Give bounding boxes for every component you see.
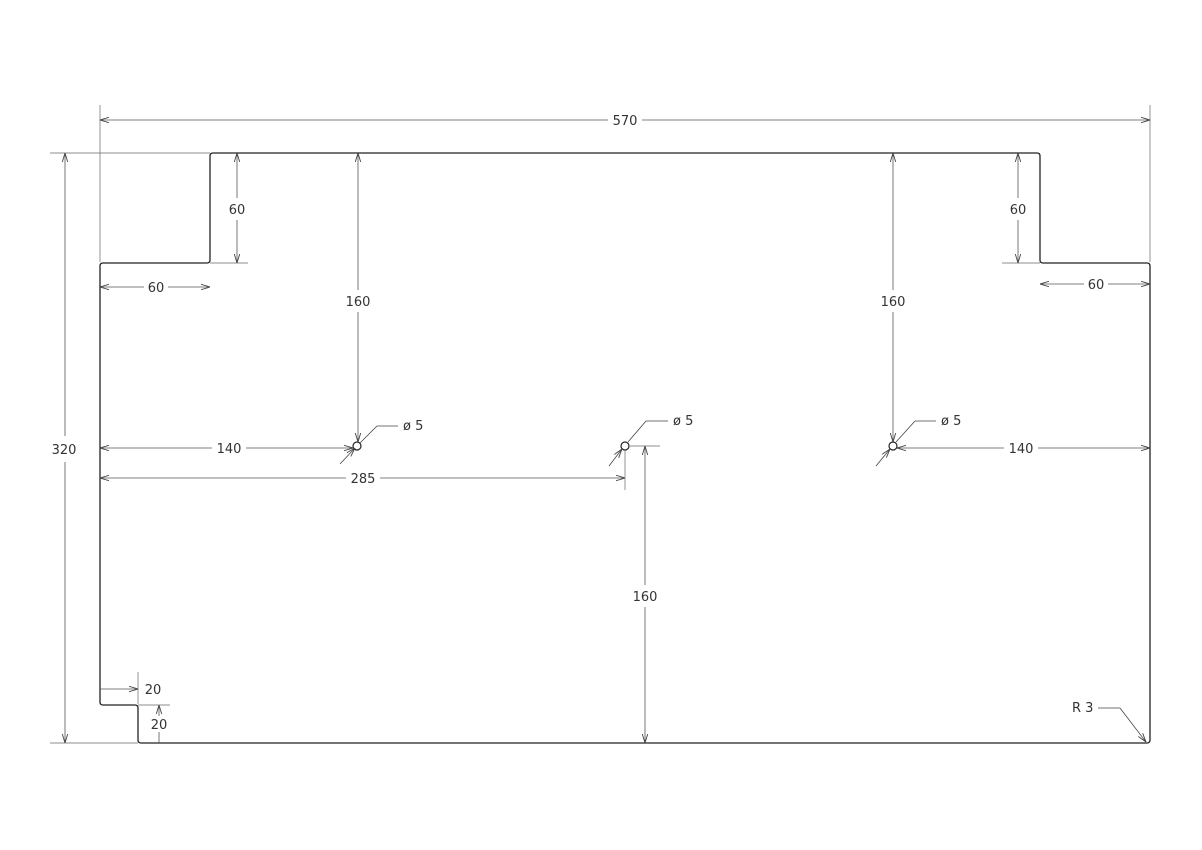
dim-left-notch-height: 60 <box>229 153 246 263</box>
right-hole-from-right-label: 140 <box>1009 442 1034 457</box>
left-notch-height-label: 60 <box>229 203 246 218</box>
left-hole-from-top-label: 160 <box>346 295 371 310</box>
dim-center-hole-from-left: 285 <box>100 450 626 490</box>
callout-corner-radius: R 3 <box>1072 701 1146 742</box>
overall-width-label: 570 <box>613 114 638 129</box>
extension-lines <box>50 105 1151 744</box>
dim-overall-height: 320 <box>52 153 77 743</box>
right-notch-height-label: 60 <box>1010 203 1027 218</box>
dim-left-hole-from-top: 160 <box>346 153 371 442</box>
right-hole-from-top-label: 160 <box>881 295 906 310</box>
dim-right-notch-width: 60 <box>1040 278 1150 293</box>
right-notch-width-label: 60 <box>1088 278 1105 293</box>
left-hole-diameter-label: ø 5 <box>403 419 423 434</box>
center-hole-from-left-label: 285 <box>351 472 376 487</box>
callout-center-hole: ø 5 <box>608 414 693 467</box>
overall-height-label: 320 <box>52 443 77 458</box>
dim-center-hole-from-bottom: 160 <box>633 446 658 743</box>
left-notch-width-label: 60 <box>148 281 165 296</box>
left-hole-from-left-label: 140 <box>217 442 242 457</box>
center-hole <box>620 441 630 451</box>
callout-right-hole: ø 5 <box>875 414 961 467</box>
right-hole <box>888 441 898 451</box>
part-outline <box>99 152 1151 744</box>
center-hole-diameter-label: ø 5 <box>673 414 693 429</box>
dim-right-hole-from-right: 140 <box>897 442 1150 457</box>
dim-right-notch-height: 60 <box>1010 153 1027 263</box>
dim-corner-cut: 20 20 <box>100 683 169 743</box>
corner-cut-width-label: 20 <box>145 683 162 698</box>
center-hole-from-bottom-label: 160 <box>633 590 658 605</box>
dim-left-hole-from-left: 140 <box>100 442 353 457</box>
callout-left-hole: ø 5 <box>339 419 423 465</box>
dim-right-hole-from-top: 160 <box>881 153 906 442</box>
corner-radius-label: R 3 <box>1072 701 1093 716</box>
dim-overall-width: 570 <box>100 114 1150 129</box>
dim-left-notch-width: 60 <box>100 281 210 296</box>
corner-cut-height-label: 20 <box>151 718 168 733</box>
right-hole-diameter-label: ø 5 <box>941 414 961 429</box>
